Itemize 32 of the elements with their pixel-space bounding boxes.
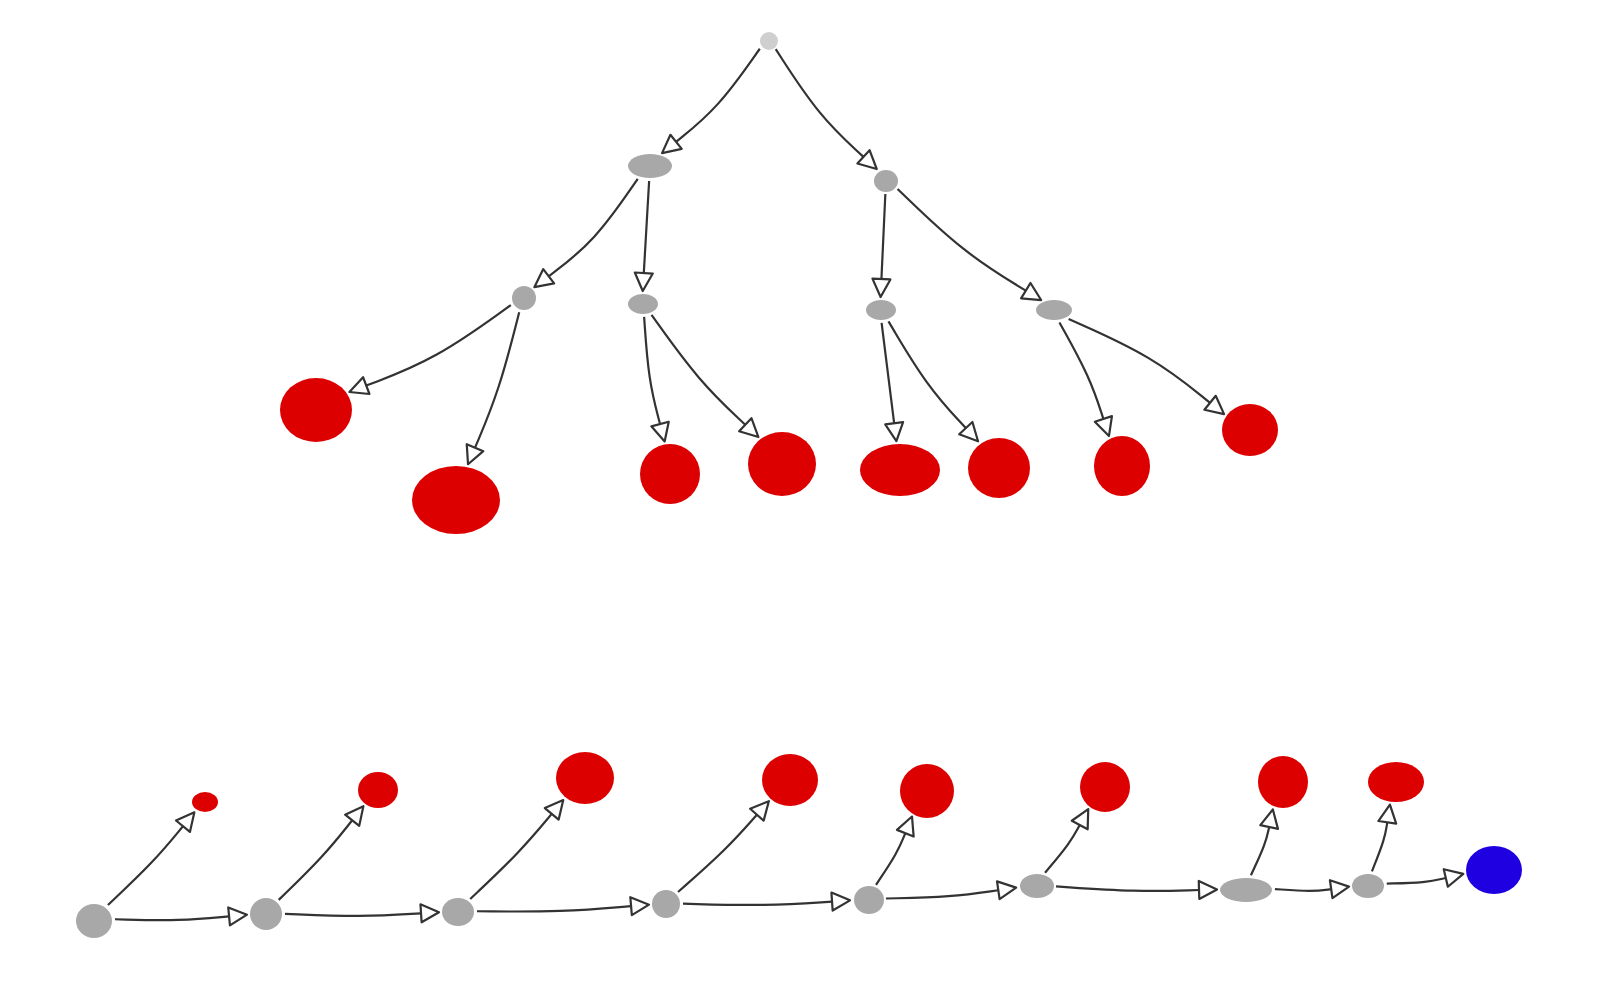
circle-node (358, 772, 398, 808)
circle-node (853, 886, 883, 914)
circle-node (412, 466, 500, 534)
circle-node (874, 169, 898, 191)
circle-node (1094, 436, 1150, 496)
circle-node (442, 898, 474, 926)
circle-node (191, 792, 217, 812)
circle-node (759, 31, 777, 49)
circle-node (865, 300, 895, 320)
circle-node (1019, 874, 1053, 898)
circle-node (652, 890, 680, 918)
circle-node (555, 752, 613, 804)
circle-node (627, 294, 657, 314)
circle-node (762, 754, 818, 806)
circle-node (1368, 762, 1424, 802)
circle-node (1352, 874, 1384, 898)
circle-node (512, 286, 536, 310)
circle-node (1036, 300, 1072, 320)
circle-node (860, 444, 940, 496)
circle-node (1079, 761, 1129, 811)
circle-node (76, 903, 112, 937)
circle-node (628, 154, 672, 178)
circle-node (280, 378, 352, 442)
circle-node (640, 444, 700, 504)
circle-node (1220, 878, 1272, 902)
circle-node (967, 438, 1029, 498)
circle-node (1222, 404, 1278, 456)
circle-node (899, 763, 953, 817)
circle-node (1257, 756, 1307, 808)
circle-node (1466, 846, 1522, 894)
circle-node (748, 432, 816, 496)
circle-node (250, 898, 282, 930)
